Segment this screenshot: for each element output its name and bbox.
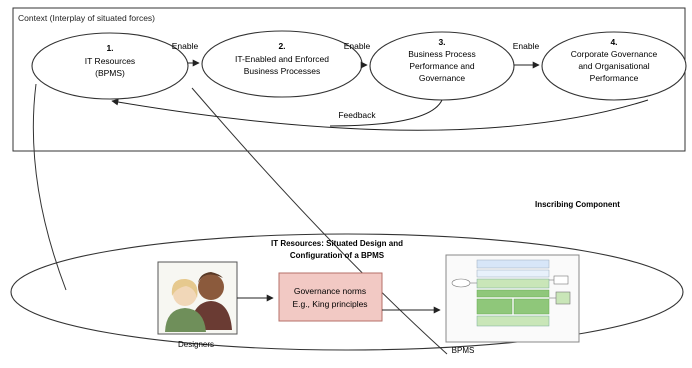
node-3-line-1: Business Process	[408, 49, 476, 59]
node-4-num: 4.	[610, 37, 617, 47]
feedback-arrow-outer	[111, 98, 649, 131]
context-label: Context (Interplay of situated forces)	[18, 13, 155, 23]
enable-label-1: Enable	[172, 41, 199, 51]
inscribing-component-label: Inscribing Component	[535, 200, 620, 209]
governance-norms-line-1: Governance norms	[294, 286, 366, 296]
enable-label-3: Enable	[513, 41, 540, 51]
node-corporate-governance	[541, 31, 687, 101]
node-1-num: 1.	[106, 43, 113, 53]
governance-norms-line-2: E.g., King principles	[292, 299, 367, 309]
designers-label: Designers	[178, 340, 214, 349]
context-box	[12, 7, 686, 152]
situated-design-title-1: IT Resources: Situated Design and	[271, 239, 403, 248]
node-it-resources	[31, 32, 189, 100]
situated-design-ellipse	[10, 233, 684, 351]
node-2-line-2: Business Processes	[244, 66, 321, 76]
node-2-line-1: IT-Enabled and Enforced	[235, 54, 329, 64]
bpms-label: BPMS	[452, 346, 475, 355]
node-2-num: 2.	[278, 41, 285, 51]
designer-female-hair	[171, 278, 198, 298]
designers-image	[157, 261, 238, 335]
node-3-num: 3.	[438, 37, 445, 47]
node-4-line-1: Corporate Governance	[571, 49, 658, 59]
inscribing-line-right	[191, 87, 448, 355]
designer-female-body	[165, 308, 206, 332]
situated-design-title-2: Configuration of a BPMS	[290, 251, 385, 260]
node-4-line-2: and Organisational	[578, 61, 649, 71]
node-3-line-3: Governance	[419, 73, 466, 83]
inscribing-line-left	[32, 83, 67, 291]
governance-norms-box	[278, 272, 383, 322]
node-3-line-2: Performance and	[409, 61, 474, 71]
enable-label-2: Enable	[344, 41, 371, 51]
feedback-arrow-inner	[329, 99, 443, 127]
node-4-line-3: Performance	[590, 73, 639, 83]
bpms-thumbnail	[445, 254, 580, 343]
node-1-line-1: IT Resources	[85, 56, 135, 66]
designer-male-head	[198, 274, 224, 300]
node-1-line-2: (BPMS)	[95, 68, 125, 78]
designer-male-hair	[198, 272, 223, 283]
feedback-label: Feedback	[338, 110, 376, 120]
